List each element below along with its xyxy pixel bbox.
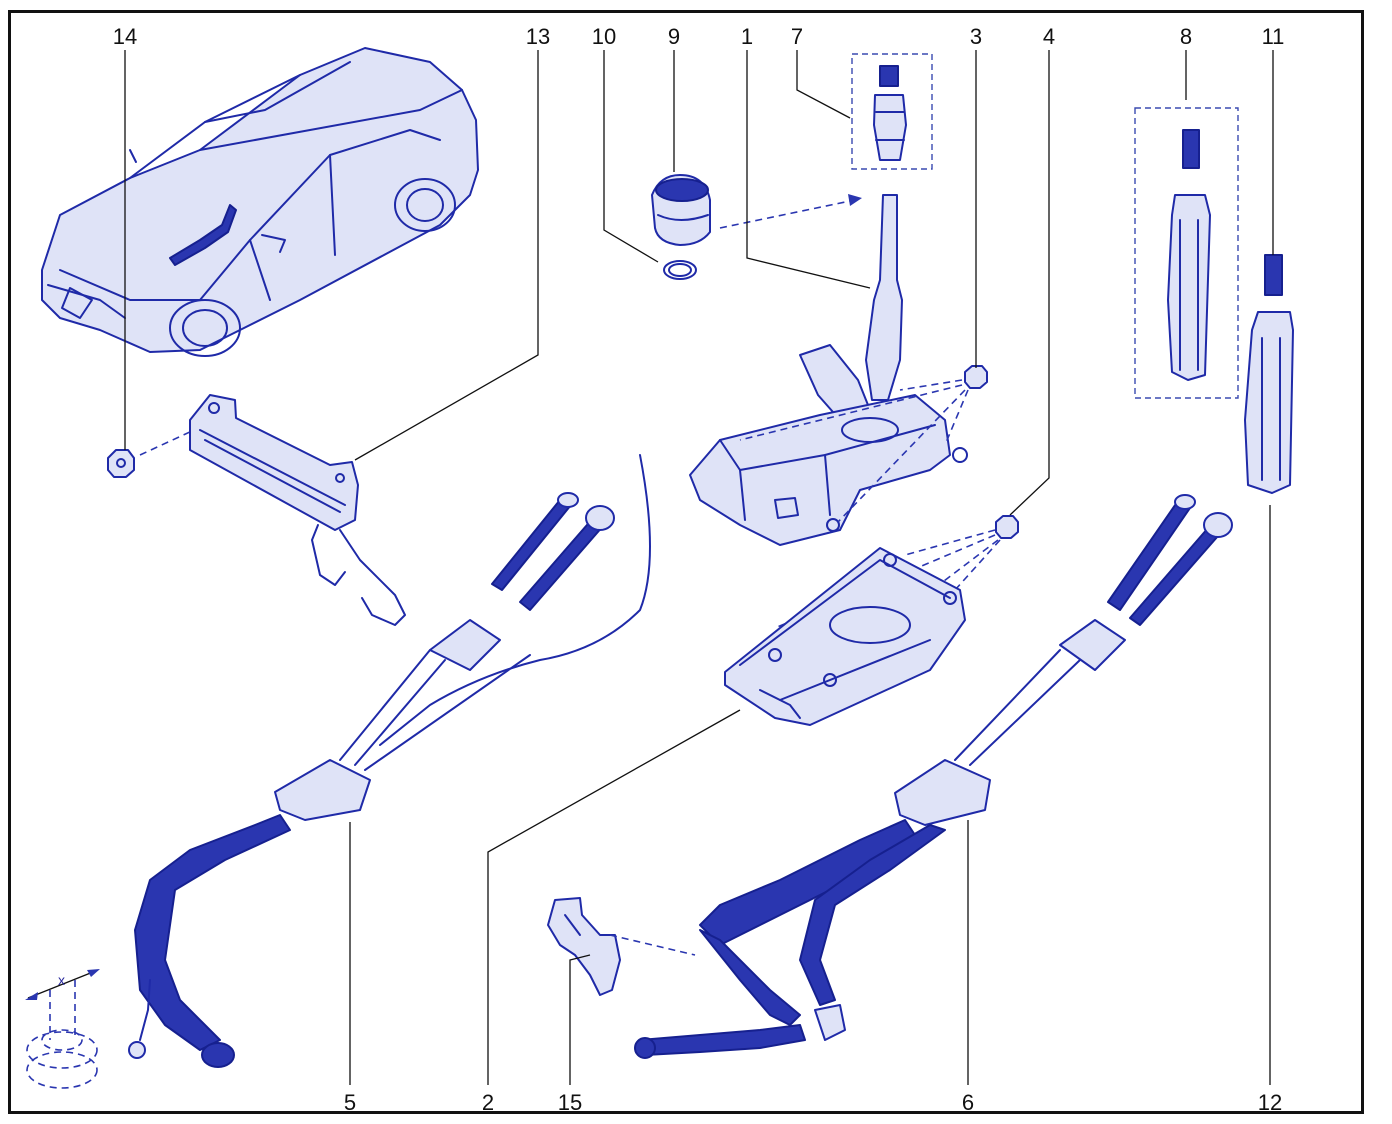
callout-labels: 14 13 10 9 1 7 3 4 8 11 5 2 15 6 12 [113, 24, 1285, 1115]
part-5-gear-cables [128, 454, 651, 1068]
part-3-nut [964, 365, 988, 389]
part-7-spring-sleeve [873, 65, 907, 161]
assembly-arrow-3d [837, 389, 966, 523]
callout-4: 4 [1043, 24, 1055, 49]
callout-1: 1 [741, 24, 753, 49]
part-14-nut [107, 449, 135, 478]
callout-15: 15 [558, 1090, 582, 1115]
callout-12: 12 [1258, 1090, 1282, 1115]
part-4-nut [995, 515, 1019, 539]
part-11-spring [1264, 254, 1283, 296]
assembly-arrow-4b [774, 534, 996, 629]
part-9-gear-knob [651, 174, 711, 246]
assembly-arrow-3c [944, 389, 969, 446]
assembly-arrow-4c [954, 539, 1001, 591]
assembly-arrow-9 [719, 199, 856, 229]
callout-6: 6 [962, 1090, 974, 1115]
callout-5: 5 [344, 1090, 356, 1115]
callout-8: 8 [1180, 24, 1192, 49]
part-8-kit-box [1134, 107, 1239, 399]
part-1-gear-lever-assembly [689, 194, 968, 546]
detail-nut-inset: x [25, 969, 100, 1089]
detail-label: x [58, 972, 65, 988]
part-13-bracket [189, 394, 406, 626]
part-10-o-ring [663, 260, 697, 280]
arrow-head [848, 194, 862, 206]
callout-7: 7 [791, 24, 803, 49]
part-15-clip [547, 897, 621, 996]
assembly-arrow-15 [609, 934, 696, 956]
callout-11: 11 [1262, 24, 1285, 49]
callout-10: 10 [592, 24, 616, 49]
callout-9: 9 [668, 24, 680, 49]
callout-14: 14 [113, 24, 137, 49]
vehicle-illustration [41, 47, 479, 357]
leader-lines [124, 50, 1274, 1085]
part-6-gear-cables [634, 494, 1233, 1059]
part-8-sleeve-and-spring [1167, 129, 1211, 381]
assembly-arrow-4a [904, 529, 996, 556]
assembly-arrow-3a [899, 379, 963, 391]
callout-13: 13 [526, 24, 550, 49]
callout-3: 3 [970, 24, 982, 49]
assembly-arrow-3b [739, 384, 963, 441]
part-12-sleeve [1244, 311, 1294, 494]
part-7-kit-box [851, 53, 933, 170]
part-2-base-plate [724, 547, 966, 726]
callout-2: 2 [482, 1090, 494, 1115]
